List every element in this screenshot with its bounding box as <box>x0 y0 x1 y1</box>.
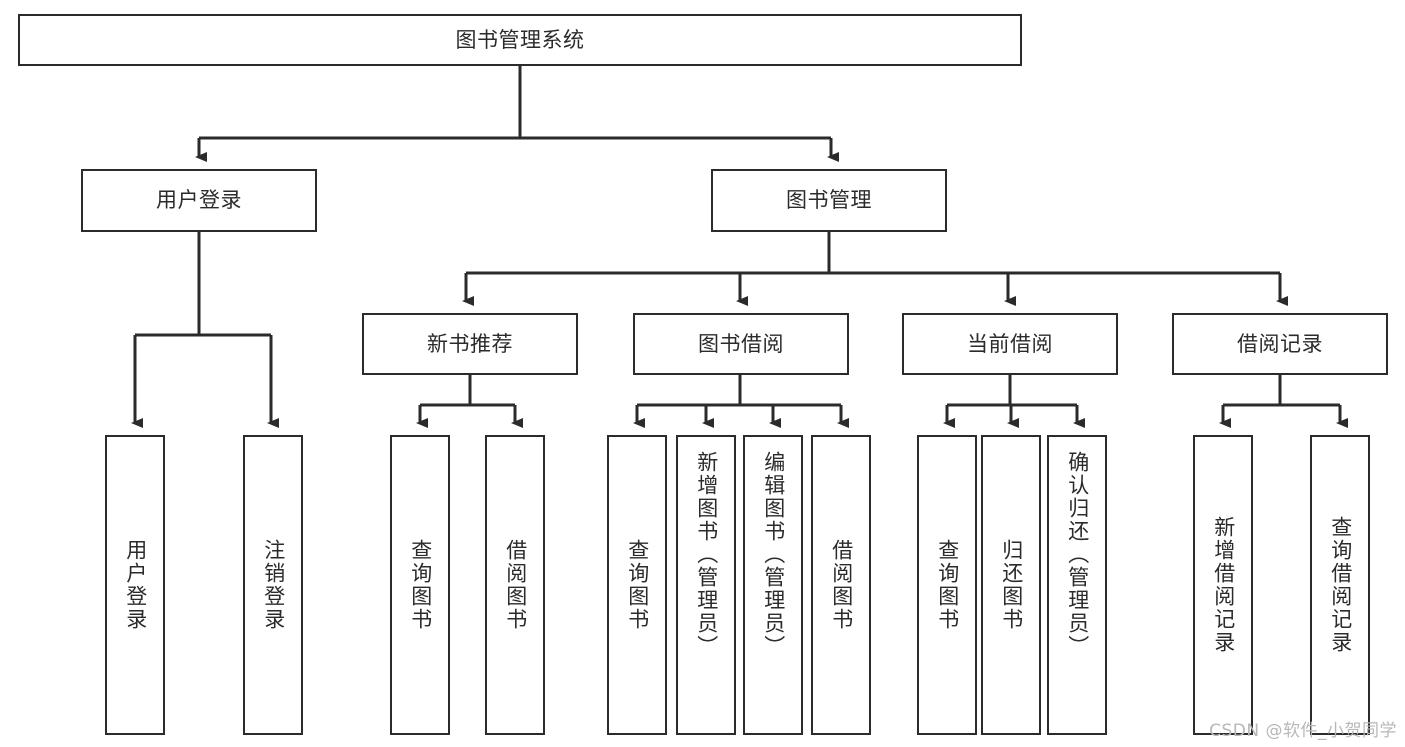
node-leaf-edit-book-label: 编辑图书（管理员） <box>761 451 786 658</box>
node-leaf-add-book[interactable]: 新增图书（管理员） <box>676 435 736 735</box>
node-current-borrow[interactable]: 当前借阅 <box>902 313 1118 375</box>
node-leaf-user-login[interactable]: 用户登录 <box>105 435 165 735</box>
node-leaf-add-record-label: 新增借阅记录 <box>1211 516 1236 654</box>
node-leaf-logout-label: 注销登录 <box>261 539 286 631</box>
node-leaf-confirm-return-label: 确认归还（管理员） <box>1065 451 1090 658</box>
node-root[interactable]: 图书管理系统 <box>18 14 1022 66</box>
node-borrow-record-label: 借阅记录 <box>1237 331 1323 356</box>
node-leaf-query-book-1[interactable]: 查询图书 <box>390 435 450 735</box>
node-new-book-rec[interactable]: 新书推荐 <box>362 313 578 375</box>
node-leaf-add-book-label: 新增图书（管理员） <box>694 451 719 658</box>
node-leaf-logout[interactable]: 注销登录 <box>243 435 303 735</box>
node-book-borrow-label: 图书借阅 <box>698 331 784 356</box>
node-current-borrow-label: 当前借阅 <box>967 331 1053 356</box>
node-leaf-borrow-book-1-label: 借阅图书 <box>503 539 528 631</box>
node-user-login-label: 用户登录 <box>156 188 242 213</box>
node-leaf-return-book[interactable]: 归还图书 <box>981 435 1041 735</box>
node-leaf-query-book-3-label: 查询图书 <box>935 539 960 631</box>
node-leaf-confirm-return[interactable]: 确认归还（管理员） <box>1047 435 1107 735</box>
node-book-manage[interactable]: 图书管理 <box>711 169 947 232</box>
node-leaf-borrow-book-2-label: 借阅图书 <box>829 539 854 631</box>
node-book-borrow[interactable]: 图书借阅 <box>633 313 849 375</box>
node-leaf-query-book-2-label: 查询图书 <box>625 539 650 631</box>
node-leaf-query-book-2[interactable]: 查询图书 <box>607 435 667 735</box>
node-new-book-rec-label: 新书推荐 <box>427 331 513 356</box>
node-leaf-borrow-book-1[interactable]: 借阅图书 <box>485 435 545 735</box>
node-book-manage-label: 图书管理 <box>786 188 872 213</box>
node-root-label: 图书管理系统 <box>455 27 585 52</box>
csdn-watermark: CSDN @软件_小贺同学 <box>1209 721 1397 741</box>
node-leaf-add-record[interactable]: 新增借阅记录 <box>1193 435 1253 735</box>
node-leaf-borrow-book-2[interactable]: 借阅图书 <box>811 435 871 735</box>
node-leaf-query-record[interactable]: 查询借阅记录 <box>1310 435 1370 735</box>
node-borrow-record[interactable]: 借阅记录 <box>1172 313 1388 375</box>
node-leaf-edit-book[interactable]: 编辑图书（管理员） <box>743 435 803 735</box>
node-user-login[interactable]: 用户登录 <box>81 169 317 232</box>
node-leaf-user-login-label: 用户登录 <box>123 539 148 631</box>
node-leaf-return-book-label: 归还图书 <box>999 539 1024 631</box>
node-leaf-query-book-1-label: 查询图书 <box>408 539 433 631</box>
node-leaf-query-record-label: 查询借阅记录 <box>1328 516 1353 654</box>
node-leaf-query-book-3[interactable]: 查询图书 <box>917 435 977 735</box>
